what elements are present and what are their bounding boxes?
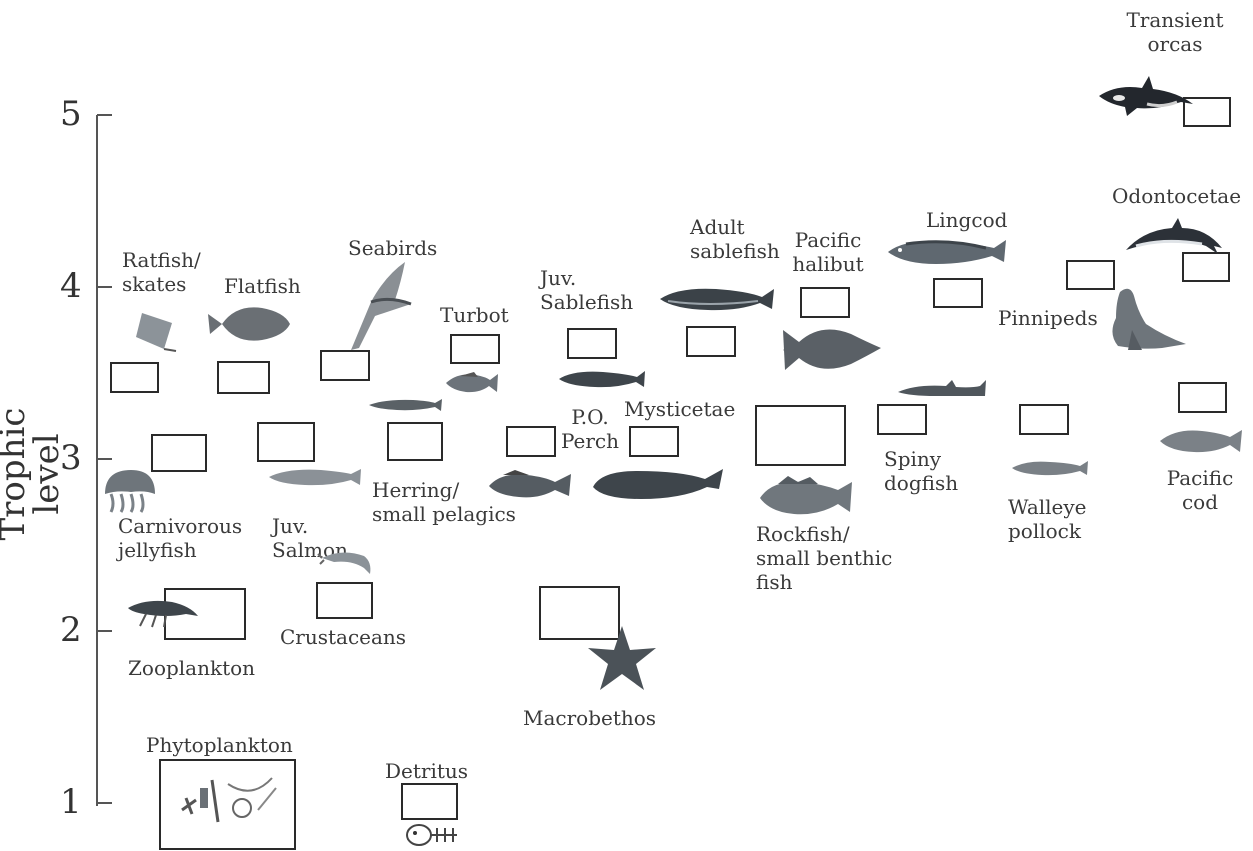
box-juv-salmon: [257, 422, 315, 462]
label-crustaceans: Crustaceans: [280, 625, 407, 649]
box-mysticetae: [629, 426, 679, 457]
box-pacific-halibut: [800, 287, 850, 318]
turbot-icon: [446, 372, 498, 393]
tick-2: 2: [60, 610, 82, 650]
label-turbot: Turbot: [440, 303, 509, 327]
label-lingcod: Lingcod: [926, 208, 1008, 232]
box-turbot: [450, 334, 500, 364]
label-carnivorous-jellyfish: Carnivorous jellyfish: [118, 514, 243, 562]
orca-icon: [1099, 76, 1193, 116]
krill-icon: [128, 600, 198, 628]
shrimp-icon: [317, 552, 371, 574]
box-transient-orcas: [1183, 97, 1231, 127]
rockfish-icon: [760, 476, 852, 515]
adult-sablefish-icon: [660, 288, 774, 311]
salmon-icon: [269, 469, 361, 486]
whale-icon: [593, 469, 723, 499]
jellyfish-icon: [105, 470, 155, 513]
label-herring: Herring/ small pelagics: [372, 478, 516, 526]
pollock-icon: [1012, 461, 1088, 476]
box-lingcod: [933, 278, 983, 308]
dogfish-icon: [898, 380, 986, 396]
juv-sablefish-icon: [559, 371, 645, 388]
label-phytoplankton: Phytoplankton: [146, 733, 293, 757]
label-spiny-dogfish: Spiny dogfish: [884, 447, 959, 495]
lingcod-icon: [888, 240, 1006, 264]
herring-icon: [369, 399, 442, 411]
label-walleye-pollock: Walleye pollock: [1008, 495, 1087, 543]
label-odontocetae: Odontocetae: [1112, 184, 1242, 208]
box-detritus: [401, 783, 458, 820]
halibut-icon: [783, 329, 881, 370]
box-seabirds: [320, 350, 370, 381]
box-phytoplankton: [159, 759, 296, 850]
label-mysticetae: Mysticetae: [624, 397, 736, 421]
label-juv-sablefish: Juv. Sablefish: [540, 266, 634, 314]
box-rockfish: [755, 405, 846, 466]
box-crustaceans: [316, 582, 373, 619]
label-flatfish: Flatfish: [224, 274, 301, 298]
perch-icon: [489, 470, 571, 498]
box-walleye-pollock: [1019, 404, 1069, 435]
label-rockfish: Rockfish/ small benthic fish: [756, 522, 893, 594]
box-adult-sablefish: [686, 326, 736, 357]
box-pinnipeds: [1066, 260, 1115, 290]
box-carnivorous-jellyfish: [151, 434, 207, 472]
plankton-icon: [181, 777, 277, 823]
detritus-icon: [406, 824, 457, 846]
label-zooplankton: Zooplankton: [128, 656, 256, 680]
flatfish-icon: [208, 307, 290, 341]
box-spiny-dogfish: [877, 404, 927, 435]
box-herring: [387, 422, 443, 461]
label-transient-orcas: Transient orcas: [1126, 8, 1224, 56]
cod-icon: [1160, 430, 1242, 453]
box-ratfish-skates: [110, 362, 159, 393]
label-seabirds: Seabirds: [348, 236, 438, 260]
label-pinnipeds: Pinnipeds: [998, 306, 1098, 330]
starfish-icon: [588, 626, 656, 690]
label-ratfish-skates: Ratfish/ skates: [122, 248, 201, 296]
seal-icon: [1112, 288, 1186, 350]
box-juv-sablefish: [567, 328, 617, 359]
tick-1: 1: [60, 782, 82, 822]
box-po-perch: [506, 426, 556, 457]
tick-4: 4: [60, 266, 82, 306]
label-adult-sablefish: Adult sablefish: [690, 215, 780, 263]
label-pacific-halibut: Pacific halibut: [792, 228, 864, 276]
tick-3: 3: [60, 438, 82, 478]
box-macrobethos: [539, 586, 620, 640]
seabird-icon: [351, 262, 412, 350]
label-po-perch: P.O. Perch: [560, 405, 620, 453]
box-flatfish: [217, 361, 270, 394]
ray-icon: [136, 313, 177, 352]
box-odontocetae: [1182, 252, 1230, 282]
label-pacific-cod: Pacific cod: [1166, 466, 1234, 514]
label-macrobethos: Macrobethos: [523, 706, 657, 730]
axis-label: Trophic level: [0, 407, 67, 541]
tick-5: 5: [60, 94, 82, 134]
dolphin-icon: [1126, 218, 1222, 254]
box-pacific-cod: [1178, 382, 1227, 413]
label-detritus: Detritus: [385, 759, 469, 783]
